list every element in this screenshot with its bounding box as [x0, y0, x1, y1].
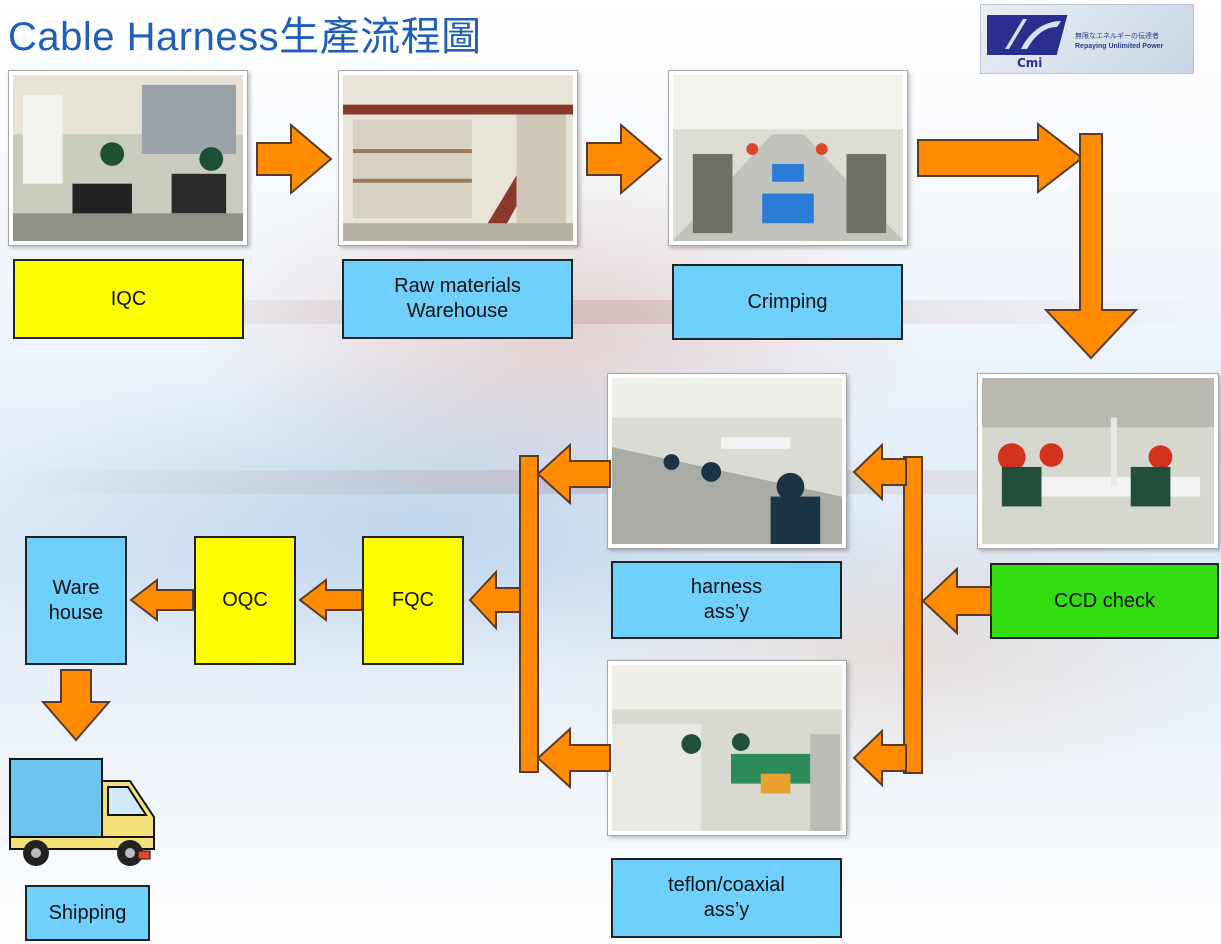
arrow-right-icon	[586, 122, 663, 196]
step-fqc: FQC	[362, 536, 464, 665]
photo-iqc	[8, 70, 248, 246]
company-logo: Cmi 無限なエネルギーの伝達者 Repaying Unlimited Powe…	[980, 4, 1194, 74]
truck-icon	[9, 758, 155, 866]
step-ccd-check: CCD check	[990, 563, 1219, 639]
step-shipping: Shipping	[25, 885, 150, 941]
photo-teflon-assy	[607, 660, 847, 836]
step-harness-assy: harness ass’y	[611, 561, 842, 639]
photo-ccd-check	[977, 373, 1219, 549]
logo-tagline-en: Repaying Unlimited Power	[1075, 43, 1164, 50]
step-iqc: IQC	[13, 259, 244, 339]
arrow-down-icon	[40, 669, 112, 742]
arrow-left-icon	[536, 442, 611, 506]
logo-tagline-jp: 無限なエネルギーの伝達者	[1075, 33, 1159, 40]
arrow-left-icon	[298, 577, 363, 623]
logo-brand: Cmi	[1017, 56, 1042, 69]
arrow-right-icon	[256, 122, 333, 196]
arrow-left-icon	[921, 566, 992, 636]
arrow-left-icon	[468, 569, 521, 631]
arrow-left-icon	[852, 442, 907, 502]
photo-crimping	[668, 70, 908, 246]
step-warehouse: Ware house	[25, 536, 127, 665]
step-teflon-coaxial-assy: teflon/coaxial ass’y	[611, 858, 842, 938]
arrow-left-icon	[852, 728, 907, 788]
page-title: Cable Harness生產流程圖	[8, 15, 482, 59]
step-raw-materials-warehouse: Raw materials Warehouse	[342, 259, 573, 339]
photo-harness-assy	[607, 373, 847, 549]
cmi-logo-icon: Cmi	[987, 15, 1068, 69]
arrow-right-down-icon	[917, 121, 1139, 360]
split-connector-bar	[903, 456, 923, 774]
arrow-left-icon	[129, 577, 194, 623]
merge-connector-bar	[519, 455, 539, 773]
photo-raw-materials	[338, 70, 578, 246]
arrow-left-icon	[536, 726, 611, 790]
step-oqc: OQC	[194, 536, 296, 665]
step-crimping: Crimping	[672, 264, 903, 340]
